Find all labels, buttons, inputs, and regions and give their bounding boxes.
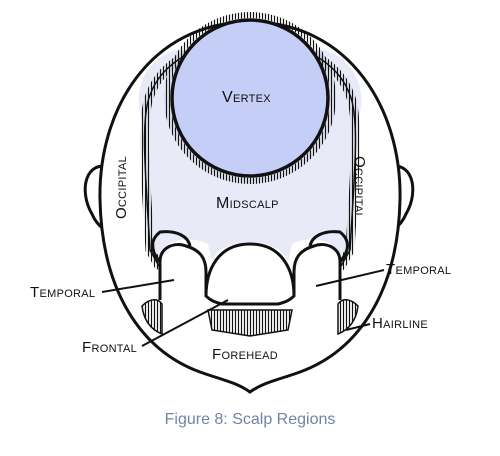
occipital-left-label: Occipital: [113, 155, 131, 220]
vertex-label: Vertex: [222, 89, 271, 106]
frontal-leader: [141, 299, 229, 347]
forehead-label: Forehead: [212, 346, 278, 363]
figure-caption: Figure 8: Scalp Regions: [164, 411, 336, 428]
temporal-right-label: Temporal: [386, 261, 452, 278]
temporal-right-leader: [315, 269, 385, 287]
right-temple-patch: [337, 299, 359, 336]
hairline-label: Hairline: [372, 315, 429, 332]
left-temple-patch: [141, 299, 163, 336]
frontal-hairline-patch: [207, 309, 293, 337]
hairline-leader: [345, 323, 371, 331]
vertex-region: [170, 18, 330, 178]
frontal-label: Frontal: [82, 339, 138, 356]
temporal-left-label: Temporal: [30, 284, 96, 301]
midscalp-label: Midscalp: [216, 195, 279, 212]
occipital-right-label: Occipital: [351, 155, 369, 220]
temporal-left-leader: [101, 279, 175, 293]
